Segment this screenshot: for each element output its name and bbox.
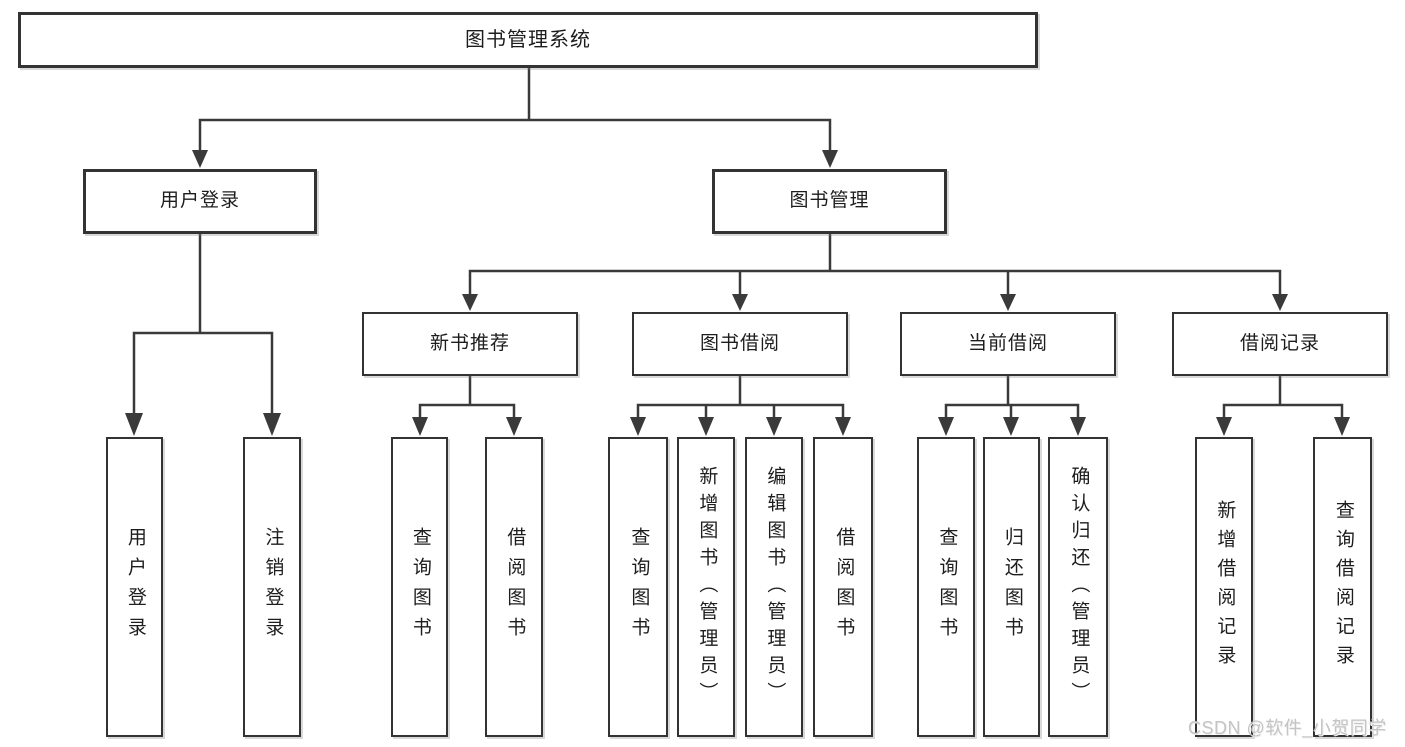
node-book-borrowing: 图书借阅 (632, 312, 848, 376)
leaf-return-book: 归还图书 (983, 437, 1040, 737)
leaf-borrow-books-borrowing: 借阅图书 (813, 437, 873, 737)
leaf-query-books-current: 查询图书 (917, 437, 975, 737)
leaf-add-borrow-record: 新增借阅记录 (1195, 437, 1253, 737)
leaf-edit-book-admin: 编辑图书（管理员） (745, 437, 803, 737)
leaf-logout: 注销登录 (243, 437, 301, 737)
node-book-management: 图书管理 (712, 169, 947, 234)
leaf-confirm-return-admin: 确认归还（管理员） (1048, 437, 1108, 737)
leaf-query-books-recommend: 查询图书 (391, 437, 448, 737)
leaf-borrow-books-recommend: 借阅图书 (485, 437, 543, 737)
node-borrowing-records: 借阅记录 (1172, 312, 1388, 376)
leaf-query-borrow-record: 查询借阅记录 (1313, 437, 1372, 737)
leaf-query-books-borrowing: 查询图书 (608, 437, 668, 737)
node-user-login: 用户登录 (83, 169, 317, 234)
arrowheads (125, 150, 1350, 436)
node-new-book-recommendation: 新书推荐 (362, 312, 578, 376)
csdn-watermark: CSDN @软件_小贺同学 (1188, 718, 1387, 738)
node-root-system: 图书管理系统 (18, 12, 1038, 68)
node-current-borrowing: 当前借阅 (900, 312, 1116, 376)
leaf-add-book-admin: 新增图书（管理员） (677, 437, 735, 737)
leaf-user-login: 用户登录 (106, 437, 163, 737)
